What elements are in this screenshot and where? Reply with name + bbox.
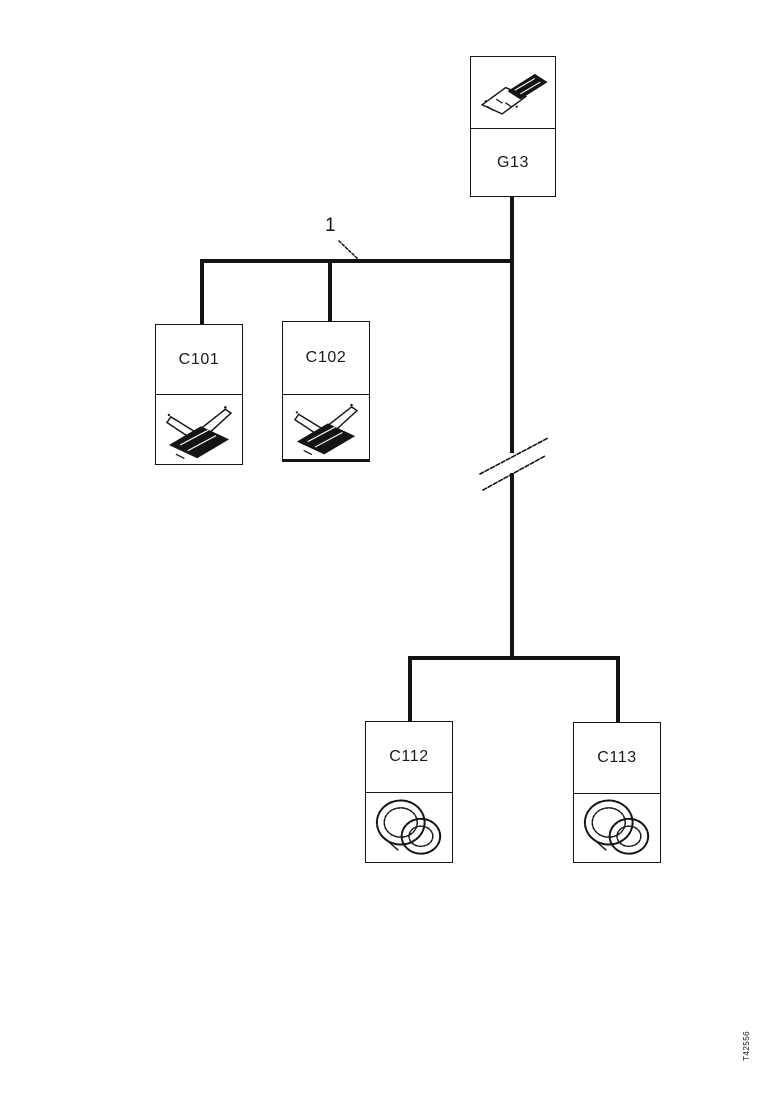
g13-connector-illustration (471, 57, 555, 128)
node-c112: C112 (365, 721, 453, 863)
node-g13: G13 (470, 56, 556, 197)
wire-bottom-horizontal (408, 656, 620, 660)
callout-leader-line (338, 240, 361, 262)
node-c102: C102 (282, 321, 370, 462)
wire-top-horizontal (200, 259, 514, 263)
c102-connector-illustration (283, 394, 369, 459)
callout-1-label: 1 (325, 215, 336, 236)
node-c101: C101 (155, 324, 243, 465)
c102-label: C102 (305, 349, 347, 366)
wire-drop-c101 (200, 259, 204, 325)
g13-label: G13 (471, 128, 555, 196)
c113-label: C113 (597, 749, 637, 766)
wire-drop-c102 (328, 259, 332, 322)
wire-g13-vertical-upper (510, 196, 514, 453)
c113-connector-illustration (574, 793, 660, 862)
c101-connector-illustration (156, 394, 242, 464)
wire-g13-vertical-lower (510, 473, 514, 658)
drawing-number: T42556 (742, 1030, 751, 1061)
c112-connector-illustration (366, 792, 452, 862)
node-c113: C113 (573, 722, 661, 863)
wire-drop-c113 (616, 656, 620, 723)
wire-drop-c112 (408, 656, 412, 722)
c101-label: C101 (178, 350, 220, 368)
c112-label: C112 (389, 748, 429, 765)
wire-break-icon (479, 437, 549, 491)
